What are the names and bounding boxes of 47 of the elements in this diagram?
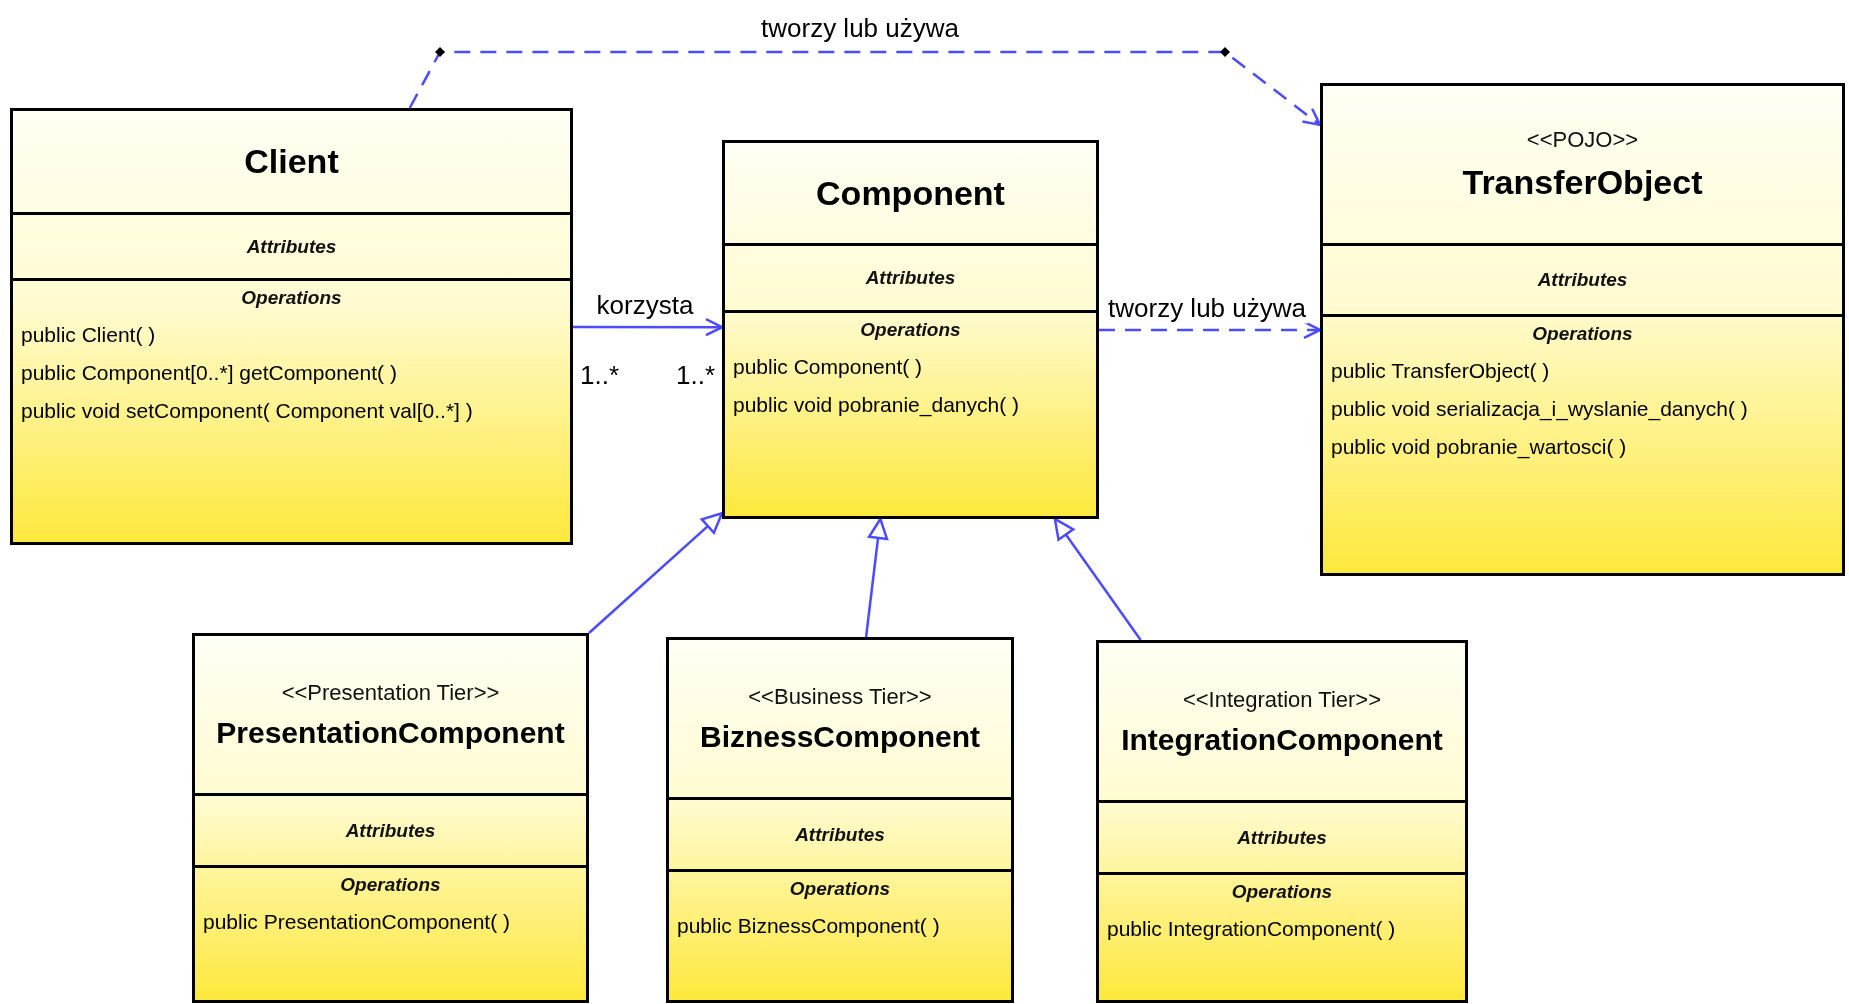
compartment-title: Attributes (865, 267, 956, 289)
class-box (1320, 83, 1845, 576)
multiplicity-label: 1..* (676, 360, 716, 391)
compartment-title: Attributes (1237, 826, 1327, 849)
operation-text: public PresentationComponent( ) (203, 910, 511, 934)
compartment-title: Attributes (246, 235, 337, 258)
stereotype-label: <<Business Tier>> (748, 683, 932, 710)
stereotype-label: <<Presentation Tier>> (281, 679, 500, 706)
stereotype-label: <<POJO>> (1526, 127, 1639, 153)
multiplicity-label: 1..* (580, 360, 620, 391)
class-name: Component (816, 173, 1005, 213)
operation-text: public TransferObject( ) (1331, 359, 1551, 383)
class-name: IntegrationComponent (1121, 722, 1443, 757)
compartment-title: Operations (860, 319, 961, 341)
operation-text: public Component[0..*] getComponent( ) (21, 361, 398, 385)
operation-text: public void serializacja_i_wyslanie_danych( ) (1331, 397, 1749, 421)
class-box (666, 637, 1014, 1003)
operation-text: public BiznessComponent( ) (677, 914, 941, 938)
association-arrow (573, 317, 724, 337)
compartment-title: Attributes (345, 819, 436, 842)
operation-text: public void pobranie_wartosci( ) (1331, 435, 1628, 459)
compartment-title: Operations (789, 878, 891, 900)
class-name: PresentationComponent (216, 715, 565, 750)
operation-text: public IntegrationComponent( ) (1107, 917, 1397, 941)
compartment-title: Operations (340, 874, 441, 896)
compartment-title: Operations (241, 287, 342, 309)
class-name: BiznessComponent (700, 719, 980, 754)
class-name: TransferObject (1462, 163, 1703, 202)
class-box (1096, 640, 1468, 1003)
operation-text: public void pobranie_danych( ) (733, 393, 1020, 417)
class-box (722, 140, 1099, 519)
class-name: Client (244, 142, 339, 181)
generalization-arrow (864, 517, 889, 638)
class-box (10, 108, 573, 545)
class-box (192, 633, 589, 1003)
compartment-title: Attributes (795, 823, 885, 846)
association-arrow (408, 47, 1321, 126)
operation-text: public Client( ) (21, 323, 157, 347)
compartment-title: Attributes (1537, 269, 1628, 291)
association-arrow (1099, 320, 1322, 340)
generalization-arrow (1053, 517, 1142, 641)
stereotype-label: <<Integration Tier>> (1182, 686, 1382, 713)
operation-text: public Component( ) (733, 355, 924, 379)
compartment-title: Operations (1231, 881, 1333, 903)
generalization-arrow (588, 512, 724, 634)
compartment-title: Operations (1532, 323, 1633, 345)
operation-text: public void setComponent( Component val[0..*] ) (21, 399, 474, 423)
